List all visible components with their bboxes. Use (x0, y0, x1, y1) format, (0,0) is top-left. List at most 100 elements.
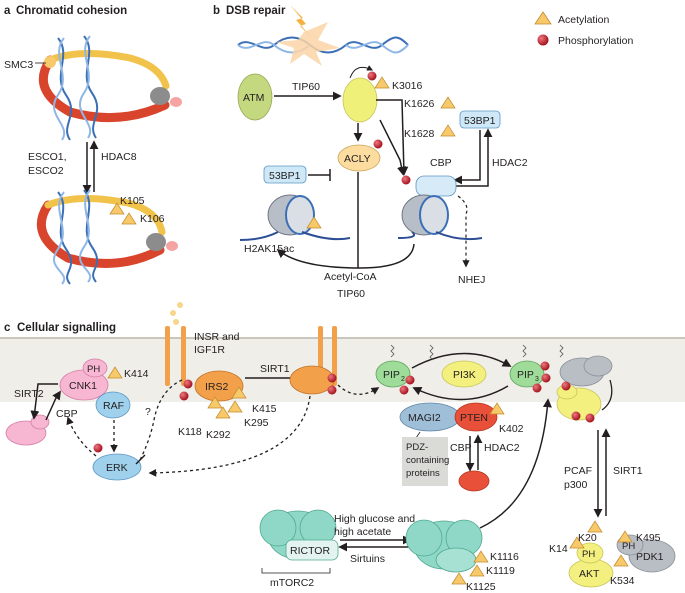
erk-node (92, 453, 142, 481)
acetyl-site-icon (374, 76, 390, 89)
cnk1-label: CNK1 (69, 380, 97, 392)
sirt1-right-label: SIRT1 (613, 465, 643, 477)
pip2-label: PIP (383, 369, 400, 381)
k414-label: K414 (124, 368, 149, 380)
mtorc2-label: mTORC2 (270, 577, 314, 589)
cohesin-ring-bottom (36, 189, 178, 285)
panel-b: ATM TIP60 K3016 ACLY 53BP1 H2AK15ac 53BP… (237, 5, 528, 300)
cbp-mid-label: CBP (450, 442, 472, 454)
k534-label: K534 (610, 575, 635, 587)
k1626-label: K1626 (404, 98, 435, 110)
53bp1-right-label: 53BP1 (464, 115, 496, 127)
esco2-label: ESCO2 (28, 165, 64, 177)
atm-label: ATM (243, 92, 264, 104)
irs2-label: IRS2 (205, 381, 229, 393)
cohesin-ring-top (38, 35, 182, 141)
lightning-icon (290, 5, 314, 40)
k106-label: K106 (140, 213, 165, 225)
pdz-line3: proteins (406, 468, 440, 479)
ph-akt-label: PH (582, 549, 595, 560)
smc3-label: SMC3 (4, 59, 33, 71)
rictor-node (285, 539, 339, 561)
panel-a-letter: a (4, 5, 11, 17)
cbp-label: CBP (430, 157, 452, 169)
panel-c-letter: c (4, 322, 11, 334)
panel-c: INSR and IGF1R CNK1 PH K414 RAF SIRT2 CB… (0, 302, 685, 593)
cbp-left-label: CBP (56, 408, 78, 420)
panel-b-letter: b (213, 5, 220, 17)
high-acetate-label: high acetate (334, 526, 391, 538)
pip3-subscript: 3 (535, 376, 539, 383)
53bp1-right-node (459, 110, 501, 129)
pten-node (454, 402, 498, 432)
nucleosome-right (397, 175, 483, 241)
hdac2-label: HDAC2 (492, 157, 528, 169)
panel-a-title: Chromatid cohesion (16, 5, 127, 17)
igf1r-label: IGF1R (194, 344, 225, 356)
ph-cnk1-node (82, 358, 108, 378)
panel-b-title: DSB repair (226, 5, 286, 17)
k118-label: K118 (178, 426, 202, 438)
rictor-label: RICTOR (290, 545, 330, 557)
k1119-label: K1119 (486, 565, 515, 577)
sirt2-label: SIRT2 (14, 388, 44, 400)
pten-acetylated-node (458, 470, 490, 492)
k3016-label: K3016 (392, 80, 423, 92)
pdz-line2: containing (406, 455, 449, 466)
pip3-label: PIP (517, 369, 534, 381)
legend-phosphorylation: Phosphorylation (558, 35, 633, 47)
high-glucose-label: High glucose and (334, 513, 415, 525)
k1125-label: K1125 (466, 581, 496, 593)
hdac2-mid-label: HDAC2 (484, 442, 520, 454)
central-protein-node (342, 77, 378, 123)
esco1-label: ESCO1, (28, 151, 67, 163)
k495-label: K495 (636, 532, 661, 544)
rictor-acetylated-complex (405, 519, 483, 573)
pten-label: PTEN (460, 412, 488, 424)
rictor-complex (259, 509, 339, 561)
pip2-subscript: 2 (401, 376, 405, 383)
tip60-top-label: TIP60 (292, 81, 320, 93)
pcaf-label: PCAF (564, 465, 592, 477)
pi3k-node (441, 360, 487, 388)
sirtuins-label: Sirtuins (350, 553, 385, 565)
irs2-node (194, 370, 244, 402)
acetylation-legend-icon (534, 11, 552, 25)
p300-label: p300 (564, 479, 588, 491)
pi3k-label: PI3K (453, 369, 476, 381)
tip60-bottom-label: TIP60 (337, 288, 365, 300)
nhej-label: NHEJ (458, 274, 485, 286)
nucleosome-left (239, 194, 351, 241)
irs2-deacetylated-node (289, 365, 335, 395)
raf-label: RAF (103, 400, 124, 412)
sirt1-top-label: SIRT1 (260, 363, 290, 375)
atm-node (237, 73, 273, 121)
pdz-box (402, 437, 448, 486)
pdk1-label: PDK1 (636, 551, 664, 563)
k402-label: K402 (499, 423, 524, 435)
acetyl-coa-label: Acetyl-CoA (324, 271, 377, 283)
panel-a: SMC3 ESCO1, ESCO2 HDAC8 K105 K106 (4, 35, 182, 285)
insr-receptor (165, 302, 186, 386)
k14-label: K14 (549, 543, 568, 555)
phosphorylation-legend-icon (537, 34, 549, 46)
53bp1-left-label: 53BP1 (269, 170, 301, 182)
question-label: ? (145, 406, 151, 418)
hdac8-label: HDAC8 (101, 151, 137, 163)
raf-node (95, 391, 131, 419)
phospho-site-icon (367, 71, 377, 81)
k415-label: K415 (252, 403, 277, 415)
acly-label: ACLY (344, 153, 371, 165)
k292-label: K292 (206, 429, 231, 441)
erk-label: ERK (106, 462, 128, 474)
k105-label: K105 (120, 195, 145, 207)
k20-label: K20 (578, 532, 597, 544)
k295-label: K295 (244, 417, 269, 429)
acly-node (337, 144, 381, 172)
insr-label: INSR and (194, 331, 240, 343)
pip2-node (375, 360, 411, 388)
ph-cnk1-label: PH (87, 364, 100, 375)
h2ak15ac-label: H2AK15ac (244, 243, 294, 255)
